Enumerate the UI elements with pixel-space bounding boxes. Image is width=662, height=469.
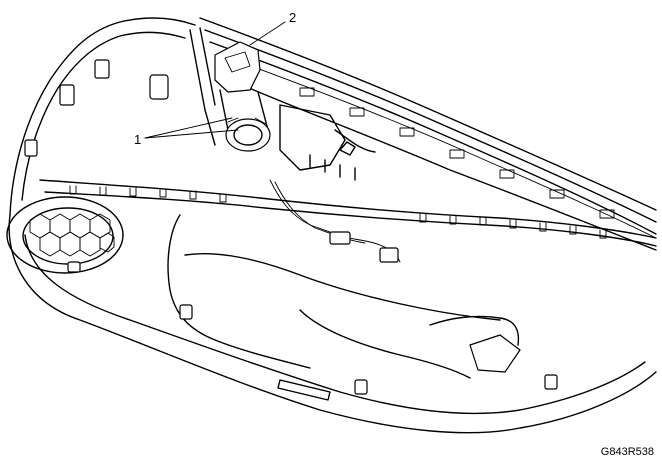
lower-right-bracket [179,304,558,395]
lower-rail-2 [44,191,657,247]
armrest-top [184,253,501,321]
figure-code: G843R538 [600,446,654,458]
callout-label-1: 1 [134,132,142,147]
panel-outer-edge [8,214,657,434]
latch-mechanism [279,104,376,181]
speaker-grille [6,196,124,274]
panel-upper-left-edge [9,17,196,216]
lower-rail [39,179,657,239]
harness-connector [329,231,399,263]
lower-rail-clips [69,185,607,239]
bottom-bezel [277,379,331,401]
molding-clips [299,87,615,219]
panel-inner-edge [24,234,646,415]
upper-left-clips [24,59,169,157]
armrest-right [429,315,520,346]
lock-cylinder [225,117,271,152]
callout-label-2: 2 [289,10,297,25]
belt-molding-edge [229,79,657,251]
handle-bracket [189,27,269,151]
armrest-pocket [299,309,471,379]
callout-leaders [144,21,286,139]
belt-molding-top [199,17,657,211]
belt-molding-3 [209,41,657,235]
armrest-outline [167,214,311,369]
wiring-harness-2 [274,181,366,244]
panel-upper-left-inner [21,31,186,201]
belt-molding-4 [239,61,657,239]
belt-molding-2 [204,29,657,223]
